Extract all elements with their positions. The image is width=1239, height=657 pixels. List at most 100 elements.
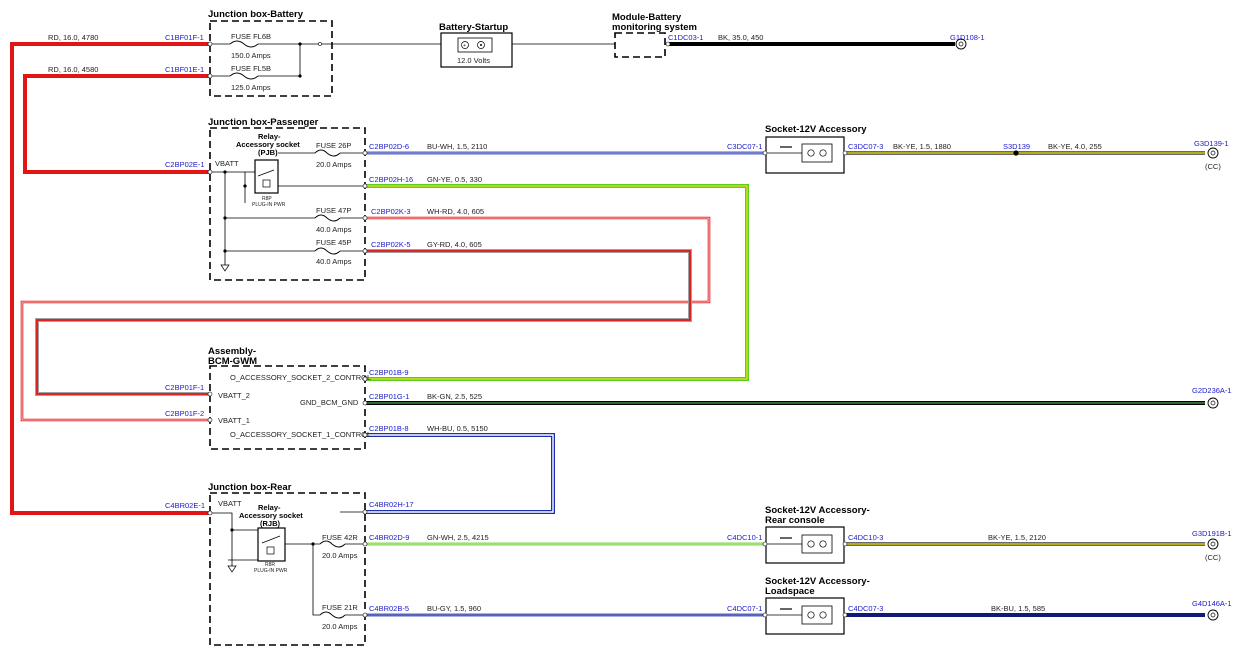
pin-s3d139: S3D139 (1003, 142, 1030, 151)
wire-label-bk-bu-585: BK-BU, 1.5, 585 (991, 604, 1045, 613)
pin-g2d236a-1: G2D236A-1 (1192, 386, 1232, 395)
wire-layer (10, 42, 1205, 617)
pin-c1bf01f1: C1BF01F-1 (165, 33, 204, 42)
socket-load-title-2: Loadspace (765, 586, 815, 597)
bcm-gnd: GND_BCM_GND (300, 398, 359, 407)
relay-pjb-l1: Relay- (258, 132, 281, 141)
pin-c2bp01g1: C2BP01G-1 (369, 392, 409, 401)
fuse-21r-rating: 20.0 Amps (322, 622, 358, 631)
fuse-21r-symbol (319, 611, 346, 619)
wire-label-bk-ye-1880: BK-YE, 1.5, 1880 (893, 142, 951, 151)
ground-g3d191b-icon (1207, 538, 1219, 550)
bcm-title-1: Assembly- (208, 346, 256, 357)
wire-label-gn-wh-4215: GN-WH, 2.5, 4215 (427, 533, 489, 542)
wire-label-rd-4580: RD, 16.0, 4580 (48, 65, 98, 74)
jb-battery-title: Junction box-Battery (208, 9, 304, 20)
pin-labels: C1BF01F-1 C1BF01E-1 C1DC03-1 G1D108-1 C2… (165, 33, 1232, 613)
pin-c2bp02k5: C2BP02K-5 (371, 240, 411, 249)
bcm-vbatt-2: VBATT_2 (218, 391, 250, 400)
pin-c4br02e1: C4BR02E-1 (165, 501, 205, 510)
fuse-47p-rating: 40.0 Amps (316, 225, 352, 234)
pin-markers (207, 41, 848, 618)
bcm-o-acc-2: O_ACCESSORY_SOCKET_2_CONTROL (230, 373, 371, 382)
wire-label-bk-ye-2120: BK-YE, 1.5, 2120 (988, 533, 1046, 542)
pin-c2bp01f1: C2BP01F-1 (165, 383, 204, 392)
fuse-fl5b-rating: 125.0 Amps (231, 83, 271, 92)
wire-label-rd-4780: RD, 16.0, 4780 (48, 33, 98, 42)
battery-title: Battery-Startup (439, 22, 508, 33)
wire-label-gy-rd-605: GY-RD, 4.0, 605 (427, 240, 482, 249)
pin-c2bp01b9: C2BP01B-9 (369, 368, 409, 377)
wire-label-bk-450: BK, 35.0, 450 (718, 33, 763, 42)
bms-title-1: Module-Battery (612, 12, 682, 23)
fuse-45p-rating: 40.0 Amps (316, 257, 352, 266)
wire-label-wh-rd-605: WH-RD, 4.0, 605 (427, 207, 484, 216)
pin-c2bp02d6: C2BP02D-6 (369, 142, 409, 151)
pin-c4dc07-1: C4DC07-1 (727, 604, 762, 613)
socket-load-title-1: Socket-12V Accessory- (765, 576, 870, 587)
fuse-45p-symbol (314, 247, 341, 255)
module-battery-monitoring: Module-Battery monitoring system (612, 12, 697, 58)
pin-c2bp02k3: C2BP02K-3 (371, 207, 411, 216)
ground-g4d146a-icon (1207, 609, 1219, 621)
bms-title-2: monitoring system (612, 22, 697, 33)
wire-labels: RD, 16.0, 4780 RD, 16.0, 4580 BK, 35.0, … (48, 33, 1221, 613)
vbatt-label-pjb: VBATT (215, 159, 239, 168)
pin-c4br02d9: C4BR02D-9 (369, 533, 409, 542)
bcm-title-2: BCM-GWM (208, 356, 257, 367)
ground-g1d108-icon (955, 38, 967, 50)
battery-startup: Battery-Startup + 12.0 Volts (439, 22, 513, 68)
junction-box-rear: Junction box-Rear VBATT Relay- Accessory… (208, 482, 366, 646)
assembly-bcm-gwm: Assembly- BCM-GWM O_ACCESSORY_SOCKET_2_C… (208, 346, 1219, 450)
pin-c4br02b5: C4BR02B-5 (369, 604, 409, 613)
fuse-fl6b-rating: 150.0 Amps (231, 51, 271, 60)
cc-label-g3d139: (CC) (1205, 162, 1221, 171)
relay-pjb-sub: PLUG-IN PWR (252, 202, 286, 208)
fuse-26p-symbol (314, 149, 341, 157)
fuse-21r-name: FUSE 21R (322, 603, 358, 612)
pin-c1dc03-1: C1DC03-1 (668, 33, 703, 42)
fuse-47p-symbol (314, 214, 341, 222)
splice-s3d139 (1013, 150, 1019, 156)
pin-c3dc07-1: C3DC07-1 (727, 142, 762, 151)
relay-pjb-code: R8P (262, 196, 272, 202)
socket-12v-accessory: Socket-12V Accessory (765, 124, 1219, 174)
relay-rjb-code: R8R (265, 562, 275, 568)
fuse-fl6b-name: FUSE FL6B (231, 32, 271, 41)
wire-label-bk-ye-255: BK-YE, 4.0, 255 (1048, 142, 1102, 151)
pin-c2bp02e1: C2BP02E-1 (165, 160, 205, 169)
junction-box-passenger: Junction box-Passenger VBATT Relay- Acce… (208, 117, 366, 281)
cc-label-g3d191b: (CC) (1205, 553, 1221, 562)
jb-rear-title: Junction box-Rear (208, 482, 292, 493)
junction-box-battery: Junction box-Battery FUSE FL6B 150.0 Amp… (208, 9, 333, 97)
fuse-42r-name: FUSE 42R (322, 533, 358, 542)
fuse-42r-rating: 20.0 Amps (322, 551, 358, 560)
pin-c3dc07-3: C3DC07-3 (848, 142, 883, 151)
socket-rear-title-2: Rear console (765, 515, 825, 526)
fuse-fl5b-name: FUSE FL5B (231, 64, 271, 73)
relay-rjb-l2: Accessory socket (239, 511, 303, 520)
relay-rjb-l1: Relay- (258, 503, 281, 512)
relay-pjb-l3: (PJB) (258, 148, 278, 157)
pin-c4dc10-3: C4DC10-3 (848, 533, 883, 542)
vbatt-label-rjb: VBATT (218, 499, 242, 508)
pin-c2bp01b8: C2BP01B-8 (369, 424, 409, 433)
fuse-47p-name: FUSE 47P (316, 206, 351, 215)
relay-rjb-l3: (RJB) (260, 519, 281, 528)
wire-rd-4780 (10, 42, 210, 515)
wire-label-bu-gy-960: BU-GY, 1.5, 960 (427, 604, 481, 613)
fuse-fl6b-symbol (229, 40, 259, 48)
pin-c2bp01f2: C2BP01F-2 (165, 409, 204, 418)
ground-g3d139-icon (1207, 147, 1219, 159)
socket-acc-title: Socket-12V Accessory (765, 124, 867, 135)
fuse-45p-name: FUSE 45P (316, 238, 351, 247)
fuse-26p-rating: 20.0 Amps (316, 160, 352, 169)
bcm-vbatt-1: VBATT_1 (218, 416, 250, 425)
pin-g3d191b-1: G3D191B-1 (1192, 529, 1232, 538)
ground-arrow-rear-icon (227, 565, 237, 573)
pin-c4br02h17: C4BR02H-17 (369, 500, 414, 509)
fuse-42r-symbol (319, 540, 346, 548)
pin-g4d146a-1: G4D146A-1 (1192, 599, 1232, 608)
bcm-o-acc-1: O_ACCESSORY_SOCKET_1_CONTROL (230, 430, 371, 439)
